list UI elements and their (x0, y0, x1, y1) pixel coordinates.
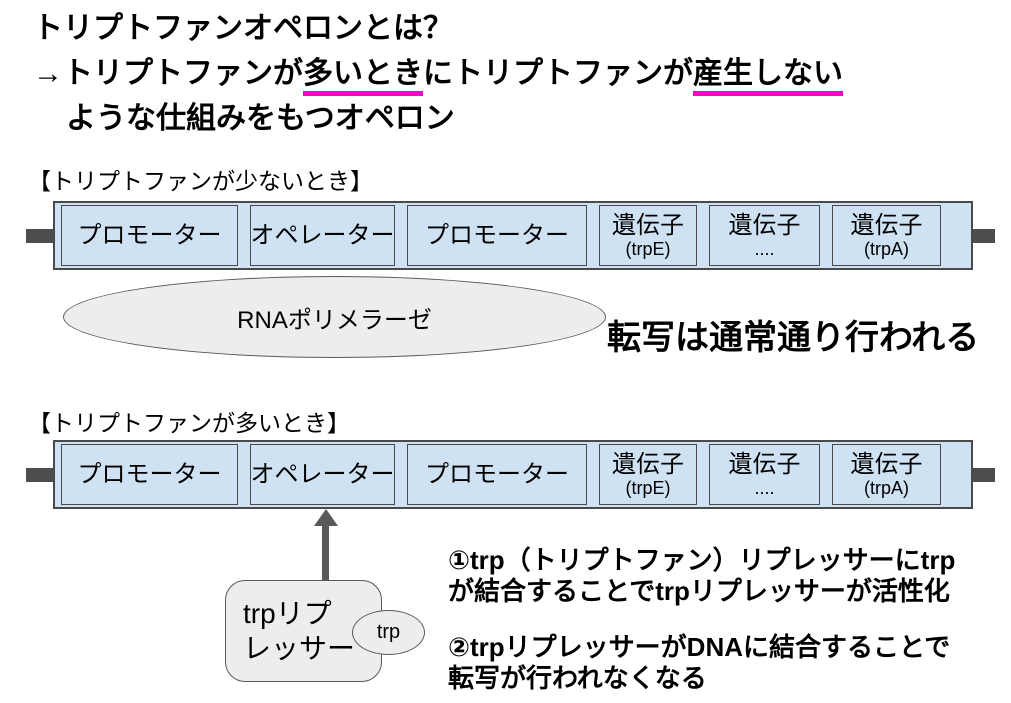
segment-gene-trpA: 遺伝子(trpA) (832, 205, 941, 266)
trp-repressor-label-line1: trpリプ (243, 598, 332, 629)
slide-title: トリプトファンオペロンとは？ →トリプトファンが多いときにトリプトファンが産生し… (33, 6, 843, 141)
note-1-line-2: が結合することでtrpリプレッサーが活性化 (448, 576, 950, 606)
dna-strip-low: プロモーター オペレーター プロモーター 遺伝子(trpE) 遺伝子.... 遺… (26, 201, 995, 270)
title-line-2-prefix: →トリプトファンが (33, 57, 303, 90)
segment-gene-trpE: 遺伝子(trpE) (599, 205, 697, 266)
highlighted-text-ooitoki: 多いとき (303, 57, 423, 96)
note-1-activation: ①trp（トリプトファン）リプレッサーにtrp が結合することでtrpリプレッサ… (448, 545, 955, 607)
note-1-line-1: ①trp（トリプトファン）リプレッサーにtrp (448, 545, 956, 575)
segment-operator: オペレーター (250, 444, 395, 505)
segment-sublabel: .... (754, 477, 775, 498)
trp-repressor-label-line2: レッサー (243, 633, 356, 664)
dna-strip: プロモーター オペレーター プロモーター 遺伝子(trpE) 遺伝子.... 遺… (53, 440, 973, 509)
note-2-line-1: ②trpリプレッサーがDNAに結合することで (448, 632, 951, 662)
segment-sublabel: (trpE) (625, 238, 671, 259)
segment-label: 遺伝子 (850, 211, 923, 239)
segment-label: 遺伝子 (850, 450, 923, 478)
rna-polymerase-ellipse: RNAポリメラーゼ (63, 276, 606, 358)
dna-end-left (26, 229, 55, 243)
title-line-2-mid: にトリプトファンが (423, 57, 693, 90)
segment-gene-trpA: 遺伝子(trpA) (832, 444, 941, 505)
title-line-1: トリプトファンオペロンとは？ (33, 6, 843, 51)
up-arrow-icon (314, 509, 338, 526)
dna-end-right (971, 468, 995, 482)
segment-sublabel: .... (754, 238, 775, 259)
segment-label: 遺伝子 (728, 211, 801, 239)
segment-operator: オペレーター (250, 205, 395, 266)
segment-promoter-2: プロモーター (407, 205, 587, 266)
segment-label: 遺伝子 (728, 450, 801, 478)
title-line-2: →トリプトファンが多いときにトリプトファンが産生しない (33, 51, 843, 96)
trp-molecule-ellipse: trp (352, 610, 425, 655)
highlighted-text-sanseishinai: 産生しない (693, 57, 843, 96)
segment-promoter-1: プロモーター (61, 205, 238, 266)
segment-gene-trpE: 遺伝子(trpE) (599, 444, 697, 505)
segment-promoter-1: プロモーター (61, 444, 238, 505)
segment-label: プロモーター (425, 221, 569, 249)
dna-end-right (971, 229, 995, 243)
segment-gene-middle: 遺伝子.... (709, 444, 820, 505)
section-heading-low-tryptophan: 【トリプトファンが少ないとき】 (28, 168, 373, 194)
trp-molecule-label: trp (376, 621, 401, 643)
dna-strip: プロモーター オペレーター プロモーター 遺伝子(trpE) 遺伝子.... 遺… (53, 201, 973, 270)
segment-gene-middle: 遺伝子.... (709, 205, 820, 266)
segment-sublabel: (trpE) (625, 477, 671, 498)
segment-label: プロモーター (425, 460, 569, 488)
section-heading-high-tryptophan: 【トリプトファンが多いとき】 (28, 410, 350, 436)
rna-polymerase-label: RNAポリメラーゼ (237, 306, 432, 334)
segment-label: オペレーター (250, 460, 395, 488)
segment-label: プロモーター (77, 460, 222, 488)
segment-label: 遺伝子 (612, 450, 684, 478)
segment-sublabel: (trpA) (864, 477, 909, 498)
segment-label: オペレーター (250, 221, 395, 249)
up-arrow-line (322, 524, 329, 580)
title-line-3-text: ような仕組みをもつオペロン (66, 102, 455, 135)
note-2-line-2: 転写が行われなくなる (448, 663, 707, 693)
dna-strip-high: プロモーター オペレーター プロモーター 遺伝子(trpE) 遺伝子.... 遺… (26, 440, 995, 509)
dna-end-left (26, 468, 55, 482)
transcription-normal-text: 転写は通常通り行われる (607, 319, 980, 357)
segment-promoter-2: プロモーター (407, 444, 587, 505)
title-line-1-text: トリプトファンオペロンとは？ (33, 12, 453, 45)
title-line-3: ような仕組みをもつオペロン (33, 96, 843, 141)
note-2-dna-binding: ②trpリプレッサーがDNAに結合することで 転写が行われなくなる (448, 632, 950, 694)
segment-label: プロモーター (77, 221, 222, 249)
segment-label: 遺伝子 (612, 211, 684, 239)
segment-sublabel: (trpA) (864, 238, 909, 259)
